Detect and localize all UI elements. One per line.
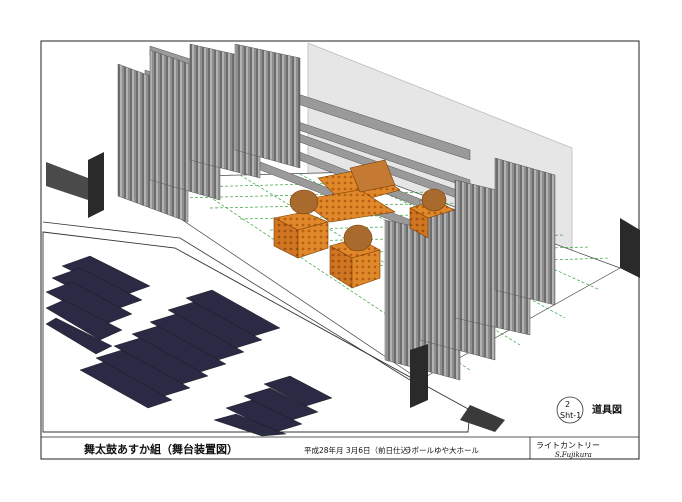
- left-curtains: [117, 43, 301, 223]
- prop-center-platform: [299, 159, 401, 223]
- left-wall-shadow: [46, 162, 88, 200]
- prop-left-block: [273, 189, 329, 259]
- right-wall-flat: [620, 218, 640, 278]
- sheet-number-circle: [556, 396, 584, 424]
- sheet-name: 道具図: [592, 405, 622, 416]
- drawing-date: 平成28年月 3月6日（前日仕込）: [304, 446, 416, 455]
- prop-lower-block: [329, 224, 381, 289]
- venue-name: ラポールゆや大ホール: [404, 446, 479, 455]
- company-name: ライトカントリー: [536, 441, 600, 450]
- sheet-id: Sht-1: [560, 411, 582, 420]
- audience-seating-right: [213, 375, 333, 437]
- sheet-number: 2: [565, 400, 571, 409]
- audience-seating-center: [79, 289, 281, 409]
- drawing-title: 舞太鼓あすか組（舞台装置図）: [84, 443, 238, 456]
- right-curtains: [384, 157, 556, 381]
- audience-seating-left: [45, 255, 151, 355]
- downstage-right-flat: [410, 344, 428, 408]
- designer-name: S.Fujikura: [555, 451, 592, 459]
- prop-right-block: [409, 188, 455, 239]
- apron-edge: [42, 221, 411, 381]
- downstage-right-shadow: [460, 405, 505, 432]
- left-wall-flat: [88, 152, 104, 218]
